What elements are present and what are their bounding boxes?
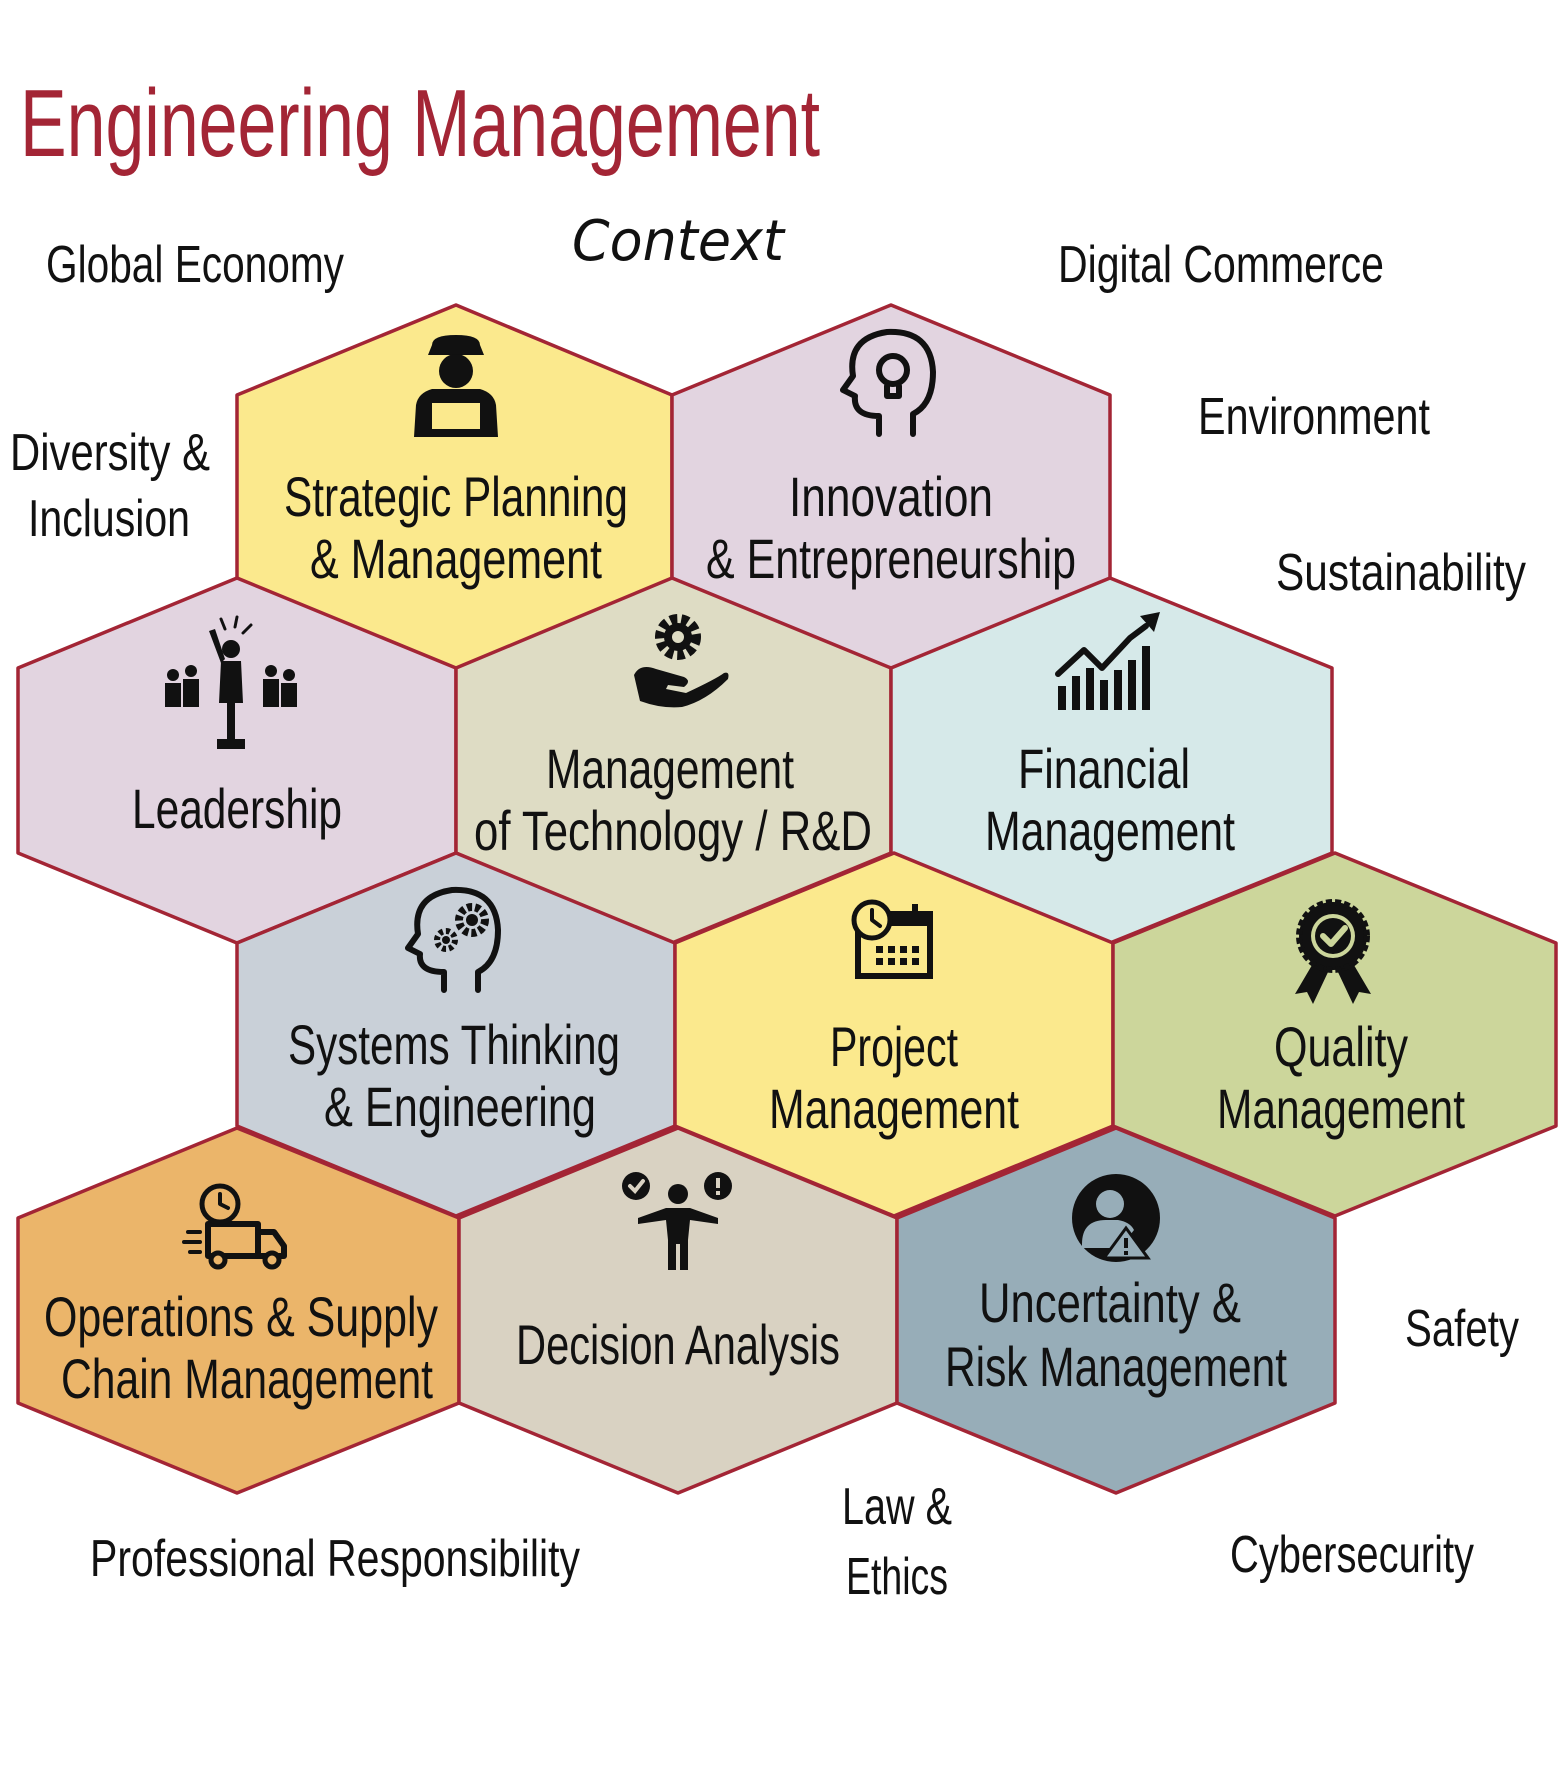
delivery-truck-icon: [182, 1183, 287, 1270]
hex-strategic-line1: Strategic Planning: [284, 465, 628, 528]
hex-quality-line1: Quality: [1274, 1015, 1408, 1078]
calendar-clock-icon: [851, 899, 933, 979]
hex-operations-line2: Chain Management: [61, 1347, 433, 1410]
head-gears-icon: [405, 886, 501, 993]
context-diversity-line1: Diversity &: [10, 424, 210, 482]
context-digital-commerce: Digital Commerce: [1058, 236, 1384, 294]
hex-quality-shape: [1111, 851, 1558, 1218]
hex-project: Project Management: [673, 851, 1115, 1218]
hex-project-line2: Management: [769, 1077, 1019, 1140]
hex-strategic-line2: & Management: [310, 527, 602, 590]
hex-decision: Decision Analysis: [457, 1126, 899, 1495]
hex-decision-line1: Decision Analysis: [516, 1313, 840, 1376]
hex-technology: Management of Technology / R&D: [454, 576, 893, 945]
award-badge-icon: [1295, 899, 1371, 1004]
context-sustainability: Sustainability: [1276, 544, 1526, 602]
hex-innovation-line1: Innovation: [789, 465, 993, 528]
hand-gear-icon: [634, 614, 729, 708]
hex-operations: Operations & Supply Chain Management: [16, 1126, 461, 1495]
growth-chart-icon: [1055, 612, 1160, 710]
hex-technology-line1: Management: [546, 737, 794, 800]
context-environment: Environment: [1198, 388, 1430, 446]
hex-operations-line1: Operations & Supply: [44, 1285, 438, 1348]
page-title: Engineering Management: [20, 70, 820, 177]
risk-warning-icon: [1072, 1174, 1160, 1262]
context-diversity-line2: Inclusion: [28, 490, 190, 548]
hex-innovation-line2: & Entrepreneurship: [706, 527, 1076, 590]
hex-systems: Systems Thinking & Engineering: [235, 851, 677, 1218]
hex-quality-line2: Management: [1217, 1077, 1465, 1140]
hex-leadership-line1: Leadership: [132, 777, 342, 840]
head-lightbulb-icon: [840, 328, 936, 437]
hex-risk-shape: [895, 1126, 1337, 1495]
decision-person-icon: [622, 1172, 732, 1270]
hex-risk-line1: Uncertainty &: [979, 1271, 1241, 1334]
context-heading: Context: [572, 209, 786, 274]
hex-systems-line1: Systems Thinking: [288, 1013, 620, 1076]
hex-innovation: Innovation & Entrepreneurship: [670, 303, 1112, 672]
hex-technology-line2: of Technology / R&D: [474, 799, 872, 862]
worker-laptop-icon: [414, 335, 498, 437]
context-global-economy: Global Economy: [46, 236, 344, 294]
context-professional-responsibility: Professional Responsibility: [90, 1530, 580, 1588]
hex-quality: Quality Management: [1111, 851, 1558, 1218]
hex-systems-line2: & Engineering: [324, 1075, 596, 1138]
hex-risk: Uncertainty & Risk Management: [895, 1126, 1337, 1495]
hex-financial-line2: Management: [985, 799, 1235, 862]
context-law-line2: Ethics: [846, 1548, 948, 1606]
context-cybersecurity: Cybersecurity: [1230, 1526, 1474, 1584]
hex-project-line1: Project: [830, 1015, 958, 1078]
hex-leadership: Leadership: [16, 576, 458, 945]
hex-financial-line1: Financial: [1018, 737, 1190, 800]
hex-risk-line2: Risk Management: [945, 1335, 1287, 1398]
context-safety: Safety: [1405, 1300, 1519, 1358]
hex-strategic-planning: Strategic Planning & Management: [235, 303, 674, 672]
leader-team-icon: [165, 615, 297, 749]
context-law-line1: Law &: [842, 1478, 952, 1536]
